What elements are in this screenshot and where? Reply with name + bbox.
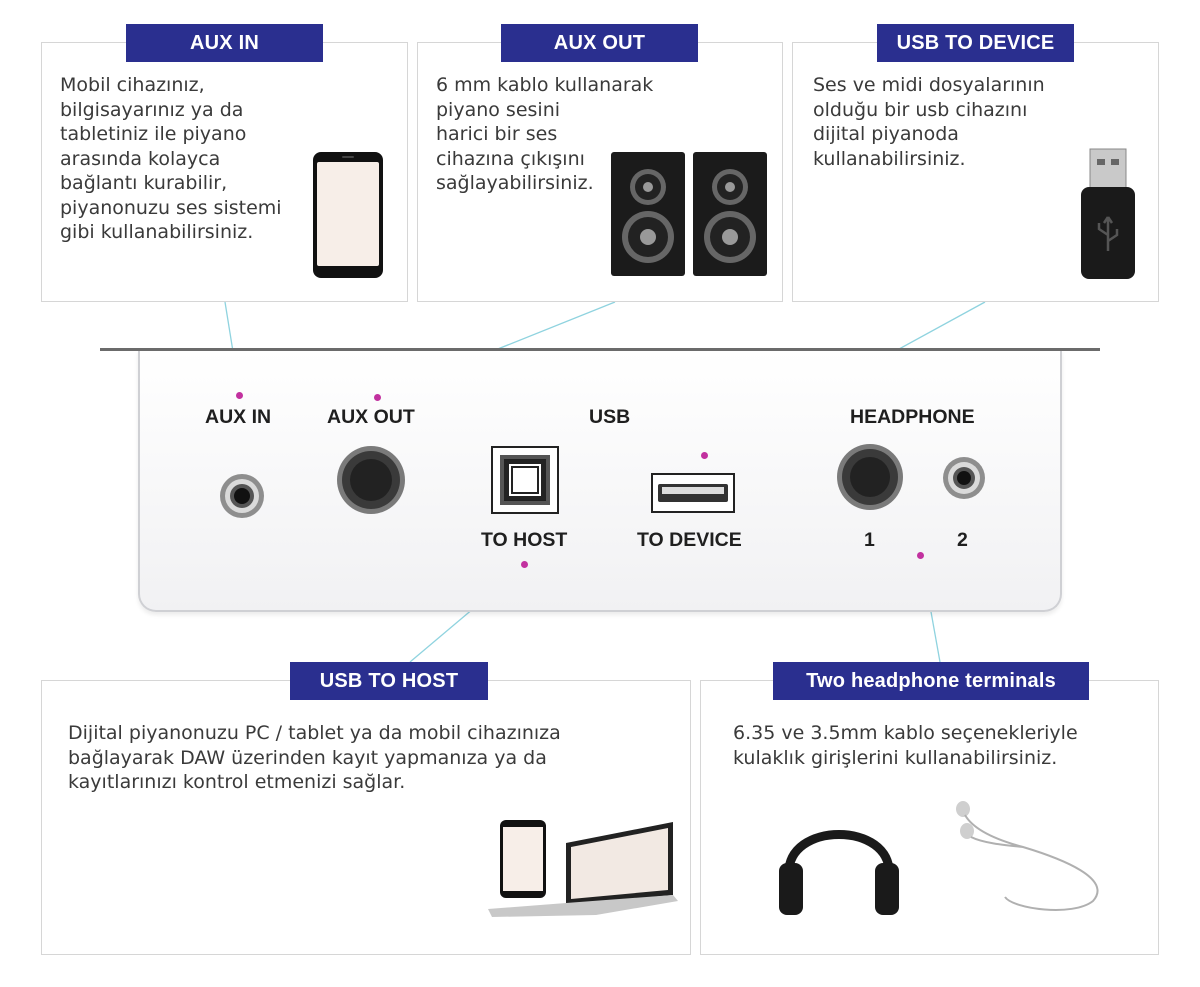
aux-in-title: AUX IN bbox=[126, 24, 323, 62]
usb-to-device-port bbox=[651, 473, 735, 513]
headphone-jack-2 bbox=[943, 457, 985, 499]
smartphone-icon bbox=[313, 152, 383, 278]
panel-label-headphone: HEADPHONE bbox=[850, 406, 975, 428]
laptop-phone-icon bbox=[488, 820, 678, 917]
panel-label-to-device: TO DEVICE bbox=[637, 529, 742, 551]
aux-in-jack bbox=[220, 474, 264, 518]
speakers-icon bbox=[611, 152, 767, 276]
panel-label-aux-out: AUX OUT bbox=[327, 406, 415, 428]
marker-usb-device bbox=[701, 452, 708, 459]
marker-usb-host bbox=[521, 561, 528, 568]
headphones-icon bbox=[779, 830, 899, 915]
panel-label-headphone-1: 1 bbox=[864, 529, 875, 551]
panel-label-usb: USB bbox=[589, 406, 631, 428]
usb-stick-icon bbox=[1081, 148, 1135, 279]
aux-out-title: AUX OUT bbox=[501, 24, 698, 62]
marker-aux-in bbox=[236, 392, 243, 399]
aux-out-jack bbox=[337, 446, 405, 514]
piano-panel bbox=[138, 350, 1062, 612]
panel-label-to-host: TO HOST bbox=[481, 529, 568, 551]
usb-to-device-title: USB TO DEVICE bbox=[877, 24, 1074, 62]
headphone-jack-1 bbox=[837, 444, 903, 510]
marker-aux-out bbox=[374, 394, 381, 401]
usb-to-host-title: USB TO HOST bbox=[290, 662, 488, 700]
headphones-title: Two headphone terminals bbox=[773, 662, 1089, 700]
earphones-icon bbox=[956, 801, 1099, 911]
usb-to-host-card: Dijital piyanonuzu PC / tablet ya da mob… bbox=[41, 680, 691, 955]
panel-label-aux-in: AUX IN bbox=[205, 406, 272, 428]
usb-to-host-port bbox=[491, 446, 559, 514]
panel-top-edge bbox=[100, 348, 1100, 351]
usb-to-host-description: Dijital piyanonuzu PC / tablet ya da mob… bbox=[68, 722, 561, 793]
panel-label-headphone-2: 2 bbox=[957, 529, 968, 551]
marker-headphones bbox=[917, 552, 924, 559]
